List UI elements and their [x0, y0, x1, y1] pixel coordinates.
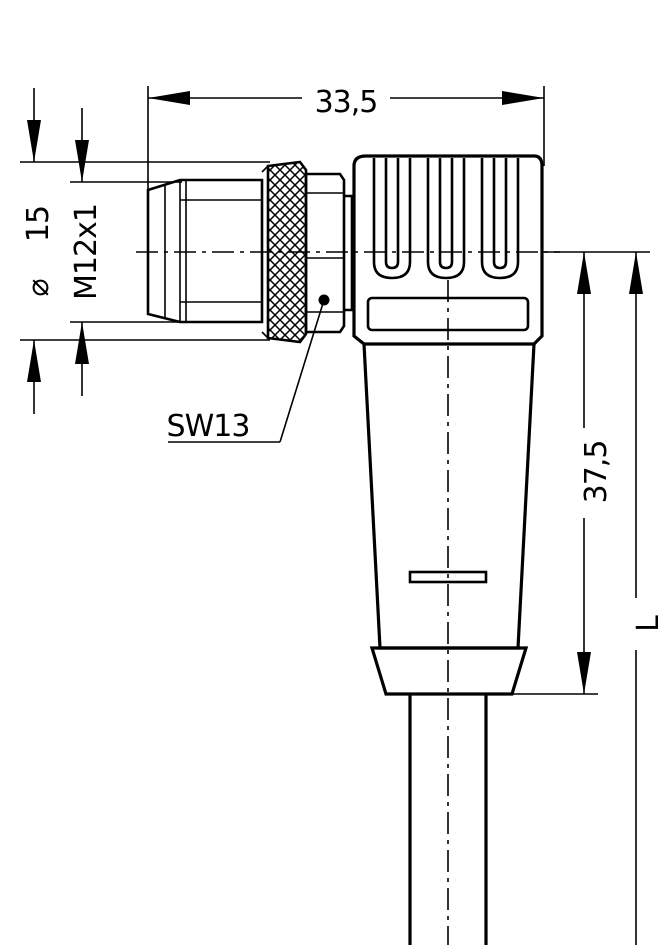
hex-nut [304, 172, 346, 334]
width-dimension: 33,5 [147, 85, 545, 190]
diameter-label: 15 [21, 206, 56, 242]
length-dimension: L [598, 251, 662, 945]
diameter-symbol: ⌀ [21, 279, 56, 296]
cable [408, 694, 488, 945]
thread-label: M12x1 [69, 204, 104, 300]
knurled-nut [261, 160, 308, 344]
width-label: 33,5 [315, 85, 378, 120]
cable-grip [362, 343, 536, 696]
thread-dimension: M12x1 [69, 108, 182, 396]
housing [352, 154, 544, 346]
height-dimension: 37,5 [512, 251, 614, 695]
height-label: 37,5 [579, 441, 614, 504]
thread-section [146, 178, 264, 324]
wrench-label: SW13 [167, 409, 250, 444]
diameter-dimension: ⌀ 15 [20, 88, 270, 414]
wrench-size-leader: SW13 [167, 299, 325, 444]
collar [344, 194, 354, 312]
length-label: L [631, 615, 662, 632]
